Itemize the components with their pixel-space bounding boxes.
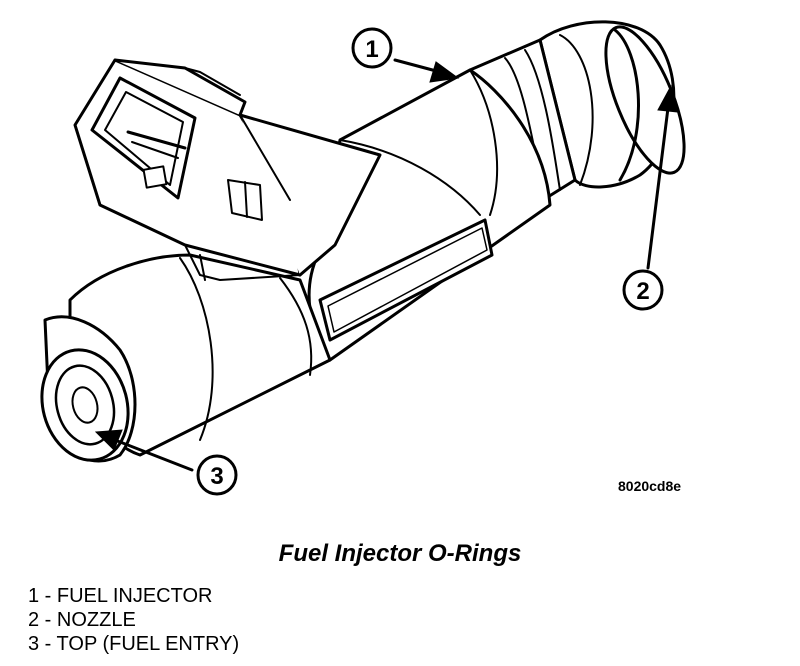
leader-line-3 — [113, 438, 194, 472]
legend-list: 1 - FUEL INJECTOR 2 - NOZZLE 3 - TOP (FU… — [28, 584, 239, 656]
figure-caption: Fuel Injector O-Rings — [278, 540, 522, 567]
leader-line-1 — [393, 58, 442, 74]
fuel-injector-illustration: 1 2 3 — [40, 20, 686, 496]
callout-circle-1 — [351, 27, 393, 69]
electrical-connector — [73, 58, 382, 281]
callout-number-1: 1 — [365, 36, 378, 63]
injector-body — [307, 68, 552, 362]
arrowhead-2 — [657, 84, 679, 113]
reference-code: 8020cd8e — [618, 478, 682, 494]
callout-circle-2 — [622, 269, 664, 311]
callout-number-2: 2 — [636, 278, 649, 305]
arrowhead-3 — [94, 429, 123, 451]
legend-item: 2 - NOZZLE — [28, 609, 136, 631]
callout-circle-3 — [196, 454, 238, 496]
arrowhead-1 — [429, 61, 460, 83]
body-window — [318, 218, 494, 342]
leader-line-2 — [646, 106, 670, 270]
callout-number-3: 3 — [210, 463, 223, 490]
legend-item: 1 - FUEL INJECTOR — [28, 585, 213, 607]
legend-item: 3 - TOP (FUEL ENTRY) — [28, 633, 240, 655]
connector-latch — [227, 179, 263, 221]
